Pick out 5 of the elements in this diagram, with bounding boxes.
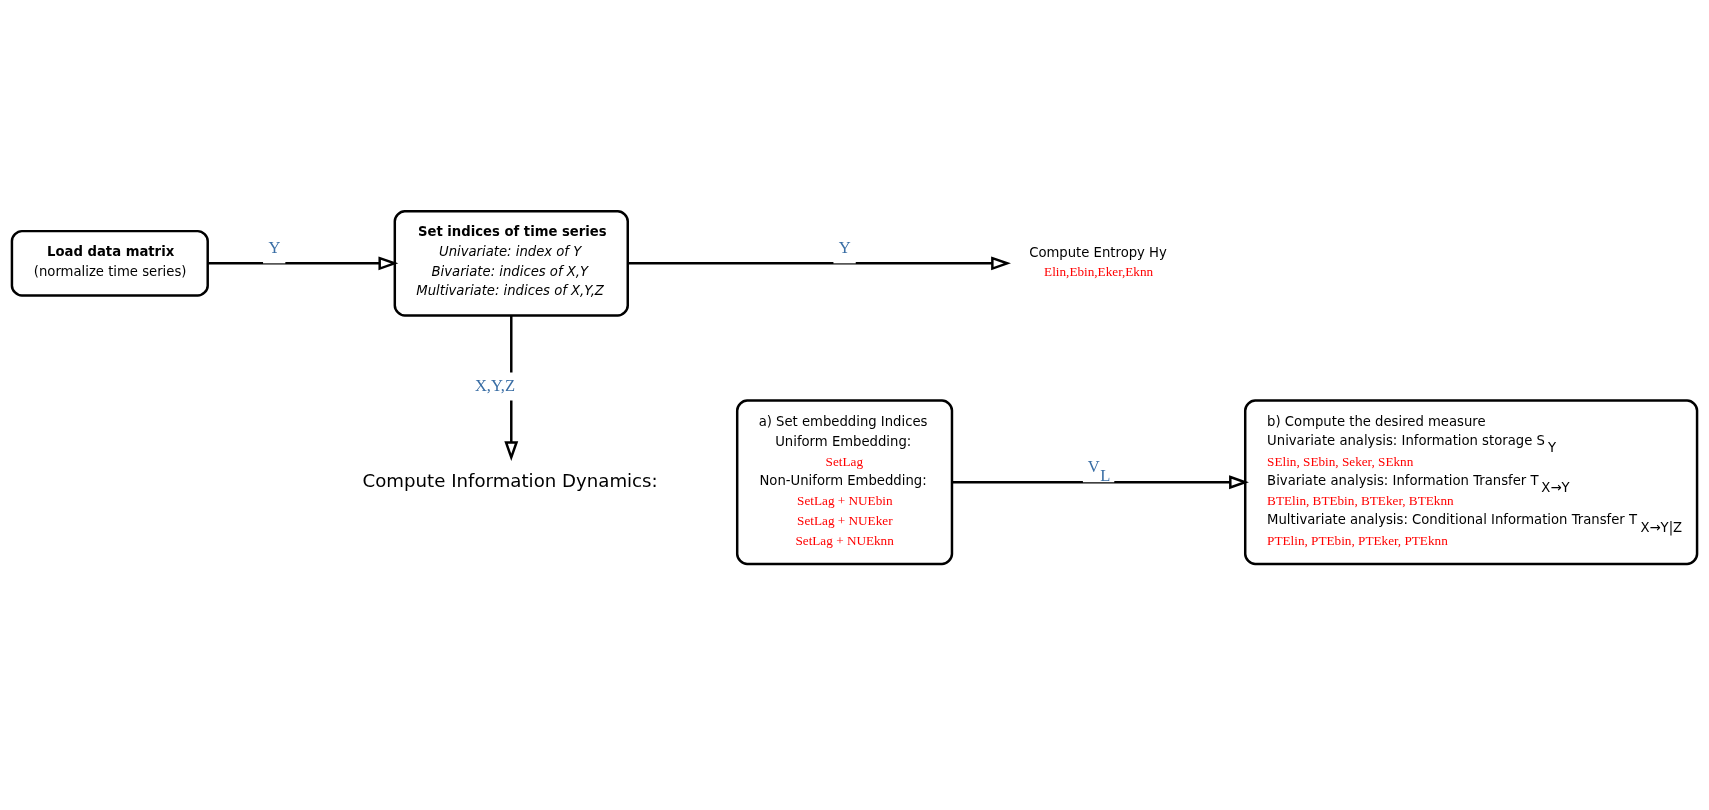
edge-label: X,Y,Z bbox=[474, 375, 516, 395]
edge-label: Y bbox=[838, 238, 851, 258]
node-text: Compute Entropy Hy Elin,Ebin,Eker,Eknn bbox=[1029, 244, 1167, 280]
node-text: Compute Information Dynamics: bbox=[362, 469, 658, 491]
edge-label: Y bbox=[268, 238, 281, 258]
